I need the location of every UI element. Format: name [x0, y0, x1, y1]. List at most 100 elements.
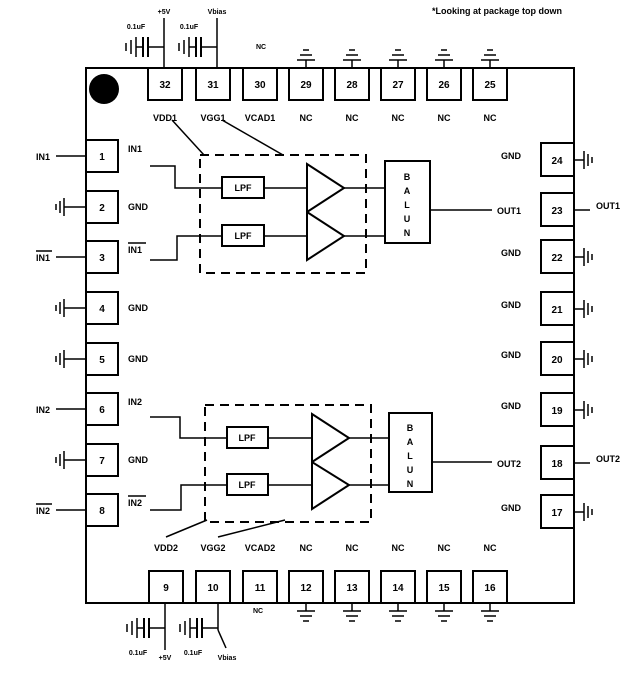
- pin-function-label: OUT2: [497, 459, 521, 469]
- pin-27: [380, 67, 416, 101]
- balun-2-letter: L: [407, 451, 413, 461]
- bypass-capacitor-icon: [179, 618, 218, 638]
- pin-number: 1: [99, 152, 105, 163]
- ground-icon: [343, 603, 361, 622]
- pin-number: 32: [159, 80, 171, 91]
- pin-function-label: GND: [128, 303, 149, 313]
- amplifier-2a: [311, 412, 351, 464]
- pin-function-label: GND: [501, 248, 522, 258]
- pin-function-label: GND: [128, 455, 149, 465]
- pin-function-label: VGG1: [200, 113, 225, 123]
- top-cap2-value: 0.1uF: [180, 24, 199, 31]
- bottom-rail1-label: +5V: [159, 655, 172, 662]
- pin11-nc-note: NC: [253, 608, 263, 615]
- pin-number: 16: [484, 583, 496, 594]
- in1-bar-wire: [150, 235, 222, 261]
- pin-number: 28: [346, 80, 358, 91]
- vdd2-wire: [165, 519, 208, 538]
- pin-function-label: VDD2: [154, 543, 178, 553]
- balun-1-letter: U: [404, 214, 411, 224]
- ground-icon: [297, 603, 315, 622]
- ground-icon: [55, 350, 74, 368]
- pin-function-label: NC: [392, 113, 405, 123]
- bypass-capacitor-icon: [126, 618, 165, 638]
- external-signal-label: OUT1: [596, 201, 620, 211]
- vgg1-wire: [221, 119, 284, 156]
- pin-number: 25: [484, 80, 496, 91]
- pin-number: 8: [99, 506, 105, 517]
- pin-function-label: IN2: [128, 397, 142, 407]
- ground-icon: [481, 49, 499, 68]
- bottom-cap1-value: 0.1uF: [129, 650, 148, 657]
- pin-4: [85, 291, 119, 325]
- pin-function-label: NC: [392, 543, 405, 553]
- package-body: [85, 67, 575, 604]
- pin-function-label: GND: [501, 503, 522, 513]
- amplifier-1b: [306, 210, 346, 262]
- pin-26: [426, 67, 462, 101]
- in2-bar-wire: [150, 484, 227, 511]
- pin1-marker: [89, 74, 119, 104]
- channel-2: LPF LPF B A L U N: [150, 404, 492, 538]
- pin-number: 23: [551, 206, 563, 217]
- pin-function-label: GND: [501, 151, 522, 161]
- pin-number: 18: [551, 459, 563, 470]
- pin-function-label: NC: [346, 543, 359, 553]
- pin-function-label: VCAD2: [245, 543, 276, 553]
- top-cap1-value: 0.1uF: [127, 24, 146, 31]
- ground-icon: [55, 451, 74, 469]
- balun-1-letter: B: [404, 172, 411, 182]
- pin-function-label: NC: [438, 113, 451, 123]
- pin-function-label: NC: [484, 113, 497, 123]
- channel-1-boundary: [199, 154, 367, 274]
- bottom-supply: 0.1uF +5V 0.1uF Vbias: [126, 603, 236, 662]
- balun-2-letter: U: [407, 465, 414, 475]
- pin-8: [85, 493, 119, 527]
- pin-function-label: IN1: [128, 144, 142, 154]
- balun-2: [388, 412, 433, 493]
- pin-20: [540, 341, 575, 376]
- ground-icon: [389, 49, 407, 68]
- bottom-cap2-value: 0.1uF: [184, 650, 203, 657]
- pin-number: 15: [438, 583, 450, 594]
- pin-function-label: NC: [300, 113, 313, 123]
- pin-function-label: NC: [438, 543, 451, 553]
- pin-function-label: GND: [128, 354, 149, 364]
- bottom-rail2-wire: [217, 629, 227, 649]
- pin-30: [242, 67, 278, 101]
- ground-icon: [574, 401, 593, 419]
- pin-31: [195, 67, 231, 101]
- pin-number: 26: [438, 80, 450, 91]
- pin-21: [540, 291, 575, 326]
- vgg2-wire: [217, 519, 286, 538]
- pin-number: 9: [163, 583, 169, 594]
- pins-layer: 32VDD131VGG130VCAD129NC28NC27NC26NC25NC9…: [36, 49, 620, 622]
- pin-number: 7: [99, 456, 105, 467]
- pin-function-label: NC: [484, 543, 497, 553]
- pin-number: 21: [551, 305, 563, 316]
- pin-number: 29: [300, 80, 312, 91]
- amplifier-1a: [306, 162, 346, 214]
- ground-icon: [55, 299, 74, 317]
- pin-32: [147, 67, 183, 101]
- ground-icon: [574, 300, 593, 318]
- lpf-2a-label: LPF: [239, 433, 257, 443]
- ground-icon: [574, 503, 593, 521]
- top-supply: 0.1uF +5V 0.1uF Vbias: [125, 9, 226, 68]
- pin-number: 27: [392, 80, 404, 91]
- external-signal-label: IN2: [36, 506, 50, 516]
- balun-2-letter: N: [407, 479, 414, 489]
- pin-24: [540, 142, 575, 177]
- pin-1: [85, 139, 119, 173]
- pin-14: [380, 570, 416, 604]
- lpf-1b-label: LPF: [235, 231, 253, 241]
- external-signal-label: IN2: [36, 405, 50, 415]
- pin-function-label: GND: [501, 401, 522, 411]
- pin-number: 2: [99, 203, 105, 214]
- pin-number: 14: [392, 583, 404, 594]
- ground-icon: [343, 49, 361, 68]
- pin-number: 12: [300, 583, 312, 594]
- pin30-nc-note: NC: [256, 44, 266, 51]
- top-rail1-label: +5V: [158, 9, 171, 16]
- lpf-1a-label: LPF: [235, 183, 253, 193]
